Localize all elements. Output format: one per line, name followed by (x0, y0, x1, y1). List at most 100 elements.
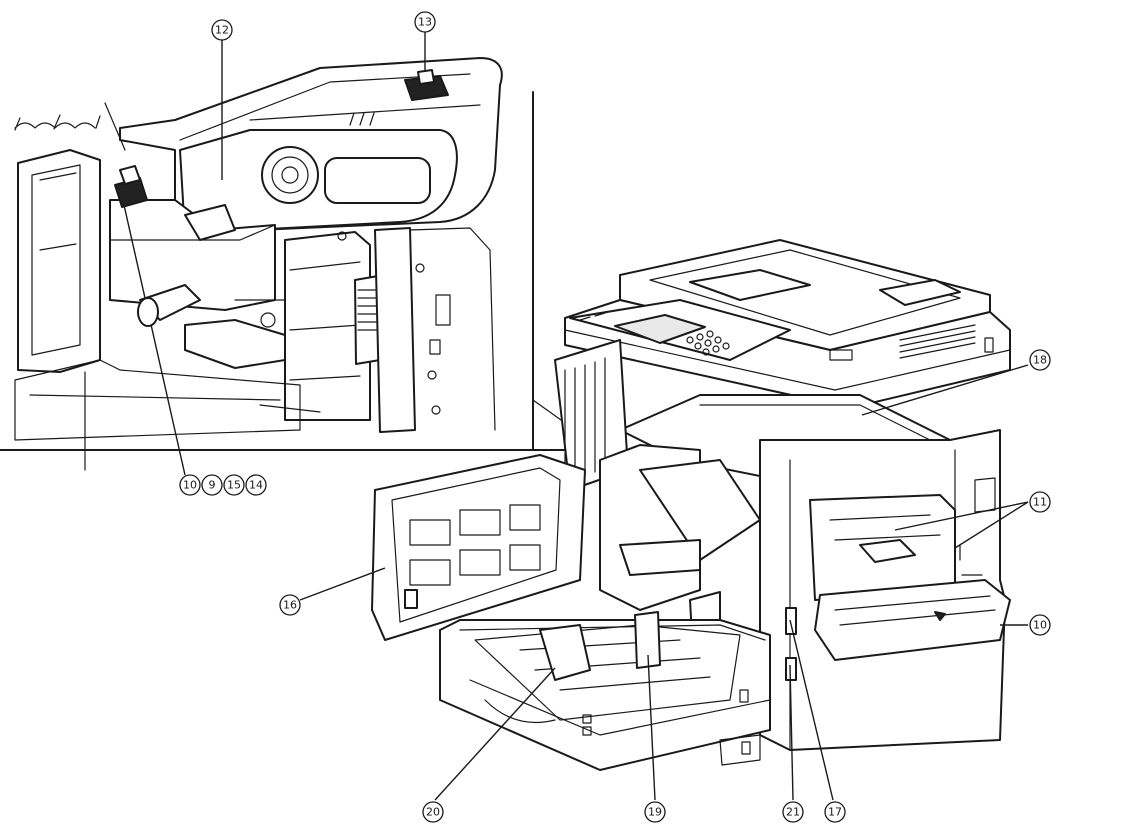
drawer-inner-bed (474, 624, 741, 721)
leader-11b (954, 501, 1029, 549)
lower-cabinet-foot (719, 734, 761, 766)
waste-toner-box-panel (31, 164, 81, 356)
callout-9-inset-text: 9 (209, 479, 216, 492)
rear-panel-edge (409, 227, 496, 431)
rear-frame-lines (14, 114, 101, 131)
bypass-slider-guide (859, 539, 916, 563)
callout-12: 12 (211, 19, 233, 41)
drawer-label-2 (582, 726, 592, 736)
front-cover-open (371, 454, 586, 641)
callout-21: 21 (782, 801, 804, 823)
scanner-switch (984, 337, 994, 353)
lower-cabinet-label (741, 741, 751, 755)
drum-roller-end (137, 297, 159, 327)
callout-14-inset: 14 (245, 474, 267, 496)
copier-main-view (299, 239, 1029, 801)
rail-screw-2 (415, 263, 425, 273)
callout-17-text: 17 (828, 806, 842, 819)
drawer-label-3 (739, 689, 749, 703)
drawer-label-1 (582, 714, 592, 724)
toner-container-dial-hub (281, 166, 299, 184)
leader-19 (647, 654, 656, 801)
inset-base-lines (29, 394, 321, 413)
bypass-tray (814, 579, 1011, 661)
output-tray-edge (699, 404, 931, 441)
leader-20 (434, 667, 556, 801)
developer-unit (109, 199, 276, 311)
developer-unit-edge (109, 224, 276, 241)
top-cover-groove (249, 104, 481, 121)
callout-18: 18 (1029, 349, 1051, 371)
callout-11-text: 11 (1033, 496, 1047, 509)
inset-detail-view (0, 32, 586, 476)
callout-10-right: 10 (1029, 614, 1051, 636)
keypad (686, 330, 730, 356)
callout-14-inset-text: 14 (249, 479, 263, 492)
leader-inset-group (123, 204, 186, 476)
callout-10-inset: 10 (179, 474, 201, 496)
bypass-tray-arrow (934, 611, 946, 621)
scanner-body-edge (564, 329, 1011, 391)
callout-17: 17 (824, 801, 846, 823)
callout-13-text: 13 (418, 16, 432, 29)
release-lever-tab (417, 69, 435, 85)
spring-coils (357, 289, 377, 331)
paper-drawer-front-edge (469, 679, 771, 736)
toner-container-handle (324, 157, 431, 204)
leader-16 (299, 567, 386, 601)
body-side-detail (954, 449, 961, 561)
rail-screw-3 (427, 370, 437, 380)
touch-panel (614, 314, 706, 344)
waste-toner-box-ribs (39, 172, 77, 251)
callout-16: 16 (279, 594, 301, 616)
callout-15-inset-text: 15 (227, 479, 241, 492)
callout-19: 19 (644, 801, 666, 823)
rail-screw (337, 231, 347, 241)
left-side-column-ribs (564, 357, 606, 481)
waste-toner-box (17, 149, 101, 373)
callout-10-right-text: 10 (1033, 619, 1047, 632)
leader-18 (861, 364, 1029, 416)
transfer-screw (260, 312, 276, 328)
front-cover-latch (404, 589, 418, 609)
scanner-vents (899, 324, 976, 359)
callout-15-inset: 15 (223, 474, 245, 496)
length-guide (634, 611, 661, 669)
bypass-guides (829, 514, 941, 541)
top-cover-vents (349, 112, 375, 126)
callout-16-text: 16 (283, 599, 297, 612)
leader-11a (894, 501, 1029, 531)
front-cover-inner (391, 467, 561, 623)
panel-buttons (579, 312, 606, 321)
side-rail (374, 227, 416, 433)
callout-11: 11 (1029, 491, 1051, 513)
toner-container-dial (261, 146, 319, 204)
callout-20: 20 (422, 801, 444, 823)
document-feeder-tray (649, 249, 961, 336)
callout-12-text: 12 (215, 24, 229, 37)
developer-lock-lever (184, 204, 236, 241)
callout-10-inset-text: 10 (183, 479, 197, 492)
callout-21-text: 21 (786, 806, 800, 819)
rear-frame-edge (104, 102, 126, 151)
toner-container (179, 129, 458, 236)
callout-9-inset: 9 (201, 474, 223, 496)
scanner-slot (829, 349, 853, 361)
callout-20-text: 20 (426, 806, 440, 819)
body-panel-rect (974, 477, 996, 513)
paper-drawer (439, 619, 771, 771)
width-guide (539, 624, 591, 681)
main-switch (785, 607, 797, 635)
leader-21 (789, 664, 794, 801)
drawer-handle (484, 699, 556, 724)
callout-18-text: 18 (1033, 354, 1047, 367)
cleaning-knob-tip (119, 165, 141, 185)
feeder-handle (689, 269, 811, 301)
rear-panel-slot (435, 294, 451, 326)
callout-13: 13 (414, 11, 436, 33)
leader-17 (789, 619, 834, 801)
toner-container-dial-inner (271, 156, 309, 194)
lock-switch (785, 657, 797, 681)
